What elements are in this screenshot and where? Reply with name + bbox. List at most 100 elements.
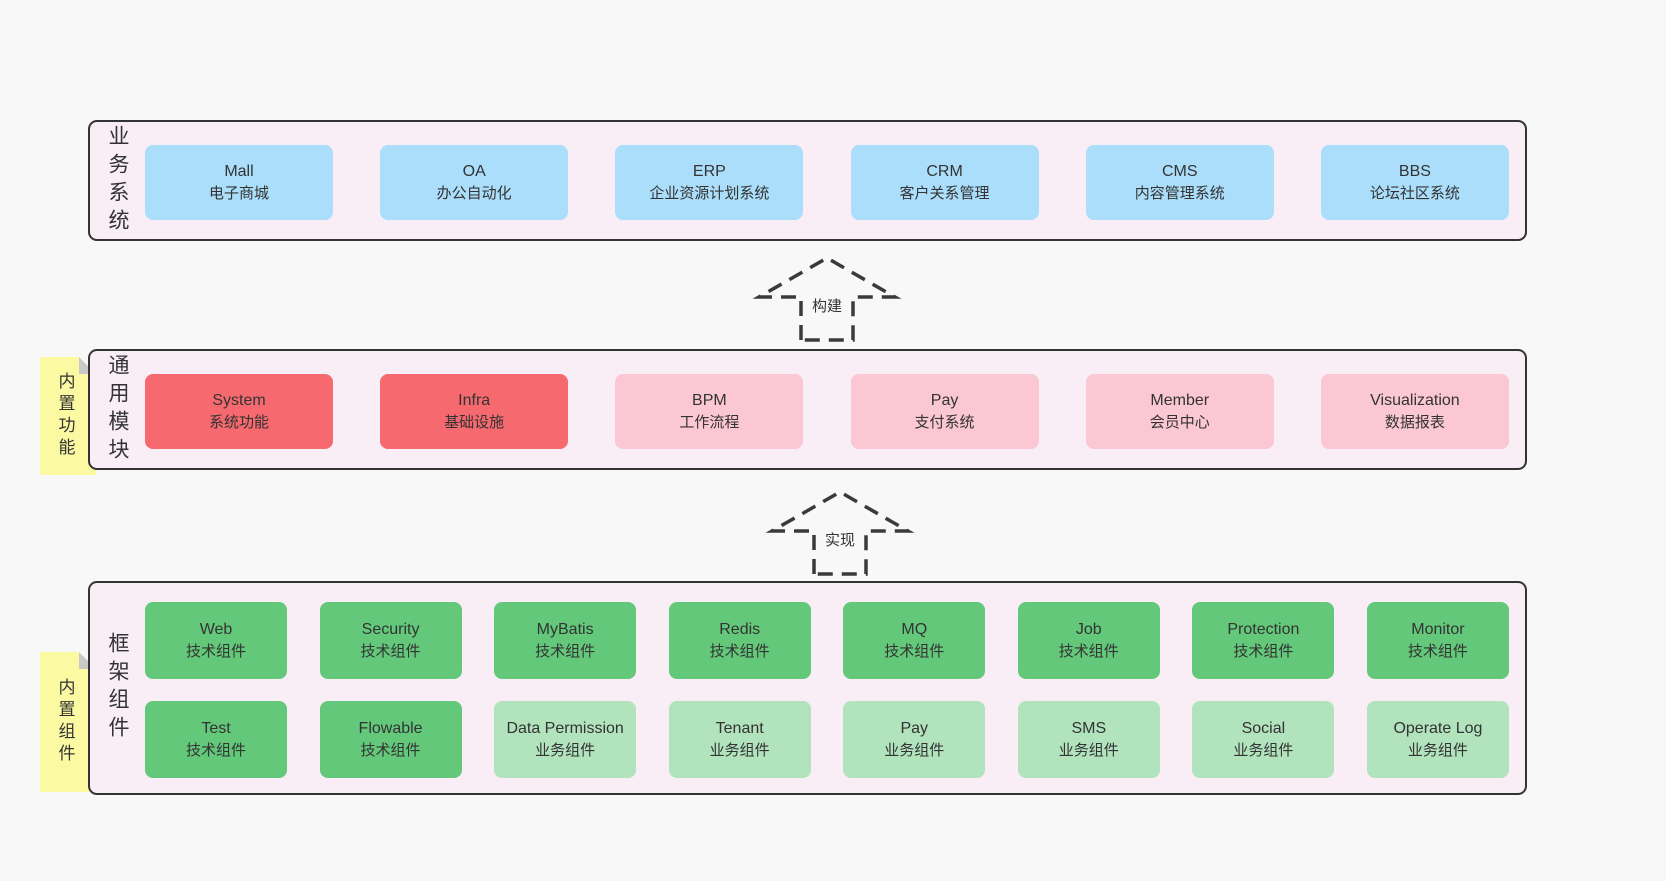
component-name: Pay xyxy=(930,391,959,409)
component-name: Web xyxy=(199,620,233,638)
component-name: Visualization xyxy=(1370,391,1460,409)
component-name: SMS xyxy=(1071,719,1107,737)
component-subtitle: 办公自动化 xyxy=(436,185,512,203)
arrow-label-build: 构建 xyxy=(806,292,848,319)
component-box-bpm: BPM 工作流程 xyxy=(615,374,804,449)
component-box-mq: MQ 技术组件 xyxy=(843,602,986,679)
component-name: CMS xyxy=(1161,162,1198,180)
component-subtitle: 技术组件 xyxy=(1407,643,1468,661)
common-modules-row: System 系统功能 Infra 基础设施 BPM 工作流程 Pay 支付系统 Member 会… xyxy=(145,374,1509,449)
component-name: System xyxy=(212,391,266,409)
component-subtitle: 论坛社区系统 xyxy=(1369,185,1460,203)
component-name: BBS xyxy=(1398,162,1431,180)
component-name: Job xyxy=(1075,620,1102,638)
component-name: Monitor xyxy=(1411,620,1465,638)
component-name: Member xyxy=(1150,391,1210,409)
component-box-tenant: Tenant 业务组件 xyxy=(668,701,811,778)
component-box-protection: Protection 技术组件 xyxy=(1192,602,1335,679)
component-subtitle: 业务组件 xyxy=(709,742,770,760)
sticky-note-label: 内置功能 xyxy=(55,372,75,460)
component-subtitle: 技术组件 xyxy=(884,643,945,661)
component-name: Data Permission xyxy=(506,719,624,737)
component-name: Operate Log xyxy=(1393,719,1483,737)
component-box-system: System 系统功能 xyxy=(145,374,333,449)
component-subtitle: 技术组件 xyxy=(709,643,770,661)
component-name: Social xyxy=(1241,719,1286,737)
component-name: Protection xyxy=(1227,620,1300,638)
section-label-common-modules: 通用模块 xyxy=(106,353,129,466)
component-subtitle: 业务组件 xyxy=(1058,742,1119,760)
component-name: MQ xyxy=(901,620,928,638)
component-subtitle: 技术组件 xyxy=(185,742,246,760)
component-name: Security xyxy=(361,620,420,638)
component-subtitle: 技术组件 xyxy=(360,643,421,661)
component-subtitle: 业务组件 xyxy=(1407,742,1468,760)
component-subtitle: 技术组件 xyxy=(1233,643,1294,661)
component-box-pay: Pay 支付系统 xyxy=(850,374,1039,449)
component-subtitle: 工作流程 xyxy=(679,414,740,432)
component-subtitle: 内容管理系统 xyxy=(1134,185,1225,203)
component-box-crm: CRM 客户关系管理 xyxy=(850,145,1039,220)
component-box-infra: Infra 基础设施 xyxy=(380,374,569,449)
component-subtitle: 电子商城 xyxy=(208,185,269,203)
sticky-note-builtin-features: 内置功能 xyxy=(40,357,96,475)
component-subtitle: 基础设施 xyxy=(444,414,505,432)
component-box-sms: SMS 业务组件 xyxy=(1017,701,1160,778)
section-business-systems: 业务系统 Mall 电子商城 OA 办公自动化 ERP 企业资源计划系统 CRM 客户关系管理… xyxy=(88,120,1527,241)
arrow-up-build: 构建 xyxy=(752,250,902,345)
component-box-flowable: Flowable 技术组件 xyxy=(319,701,462,778)
component-name: Infra xyxy=(458,391,491,409)
component-box-web: Web 技术组件 xyxy=(145,602,287,679)
component-name: MyBatis xyxy=(536,620,594,638)
component-name: Flowable xyxy=(358,719,423,737)
component-name: CRM xyxy=(926,162,963,180)
arrow-label-implement: 实现 xyxy=(819,526,861,553)
dashed-up-arrow-icon xyxy=(752,255,902,342)
component-box-oa: OA 办公自动化 xyxy=(380,145,569,220)
component-box-redis: Redis 技术组件 xyxy=(668,602,811,679)
component-subtitle: 技术组件 xyxy=(535,643,596,661)
component-box-mall: Mall 电子商城 xyxy=(145,145,333,220)
component-box-job: Job 技术组件 xyxy=(1017,602,1160,679)
component-subtitle: 技术组件 xyxy=(1058,643,1119,661)
component-box-member: Member 会员中心 xyxy=(1085,374,1274,449)
component-subtitle: 业务组件 xyxy=(1233,742,1294,760)
component-name: Redis xyxy=(719,620,761,638)
section-common-modules: 通用模块 System 系统功能 Infra 基础设施 BPM 工作流程 Pay 支付系统 Me… xyxy=(88,349,1527,470)
component-subtitle: 支付系统 xyxy=(914,414,975,432)
component-box-data-permission: Data Permission 业务组件 xyxy=(494,701,637,778)
component-subtitle: 企业资源计划系统 xyxy=(649,185,770,203)
arrow-up-implement: 实现 xyxy=(765,484,915,579)
section-label-business-systems: 业务系统 xyxy=(106,124,129,237)
component-name: Tenant xyxy=(715,719,764,737)
component-box-security: Security 技术组件 xyxy=(319,602,462,679)
component-name: ERP xyxy=(692,162,726,180)
component-box-mybatis: MyBatis 技术组件 xyxy=(494,602,637,679)
sticky-note-label: 内置组件 xyxy=(55,678,75,766)
component-box-operate-log: Operate Log 业务组件 xyxy=(1366,701,1509,778)
component-subtitle: 技术组件 xyxy=(360,742,421,760)
section-label-framework-components: 框架组件 xyxy=(106,632,129,744)
component-subtitle: 业务组件 xyxy=(535,742,596,760)
component-subtitle: 会员中心 xyxy=(1149,414,1210,432)
component-subtitle: 技术组件 xyxy=(185,643,246,661)
component-subtitle: 业务组件 xyxy=(884,742,945,760)
component-box-test: Test 技术组件 xyxy=(145,701,287,778)
component-box-cms: CMS 内容管理系统 xyxy=(1085,145,1274,220)
component-name: Mall xyxy=(224,162,254,180)
component-box-social: Social 业务组件 xyxy=(1192,701,1335,778)
component-subtitle: 系统功能 xyxy=(208,414,269,432)
component-name: BPM xyxy=(692,391,727,409)
component-name: OA xyxy=(462,162,486,180)
component-name: Test xyxy=(201,719,231,737)
component-box-erp: ERP 企业资源计划系统 xyxy=(615,145,804,220)
component-name: Pay xyxy=(900,719,929,737)
dashed-up-arrow-icon xyxy=(765,489,915,576)
component-subtitle: 客户关系管理 xyxy=(899,185,990,203)
component-box-bbs: BBS 论坛社区系统 xyxy=(1320,145,1509,220)
